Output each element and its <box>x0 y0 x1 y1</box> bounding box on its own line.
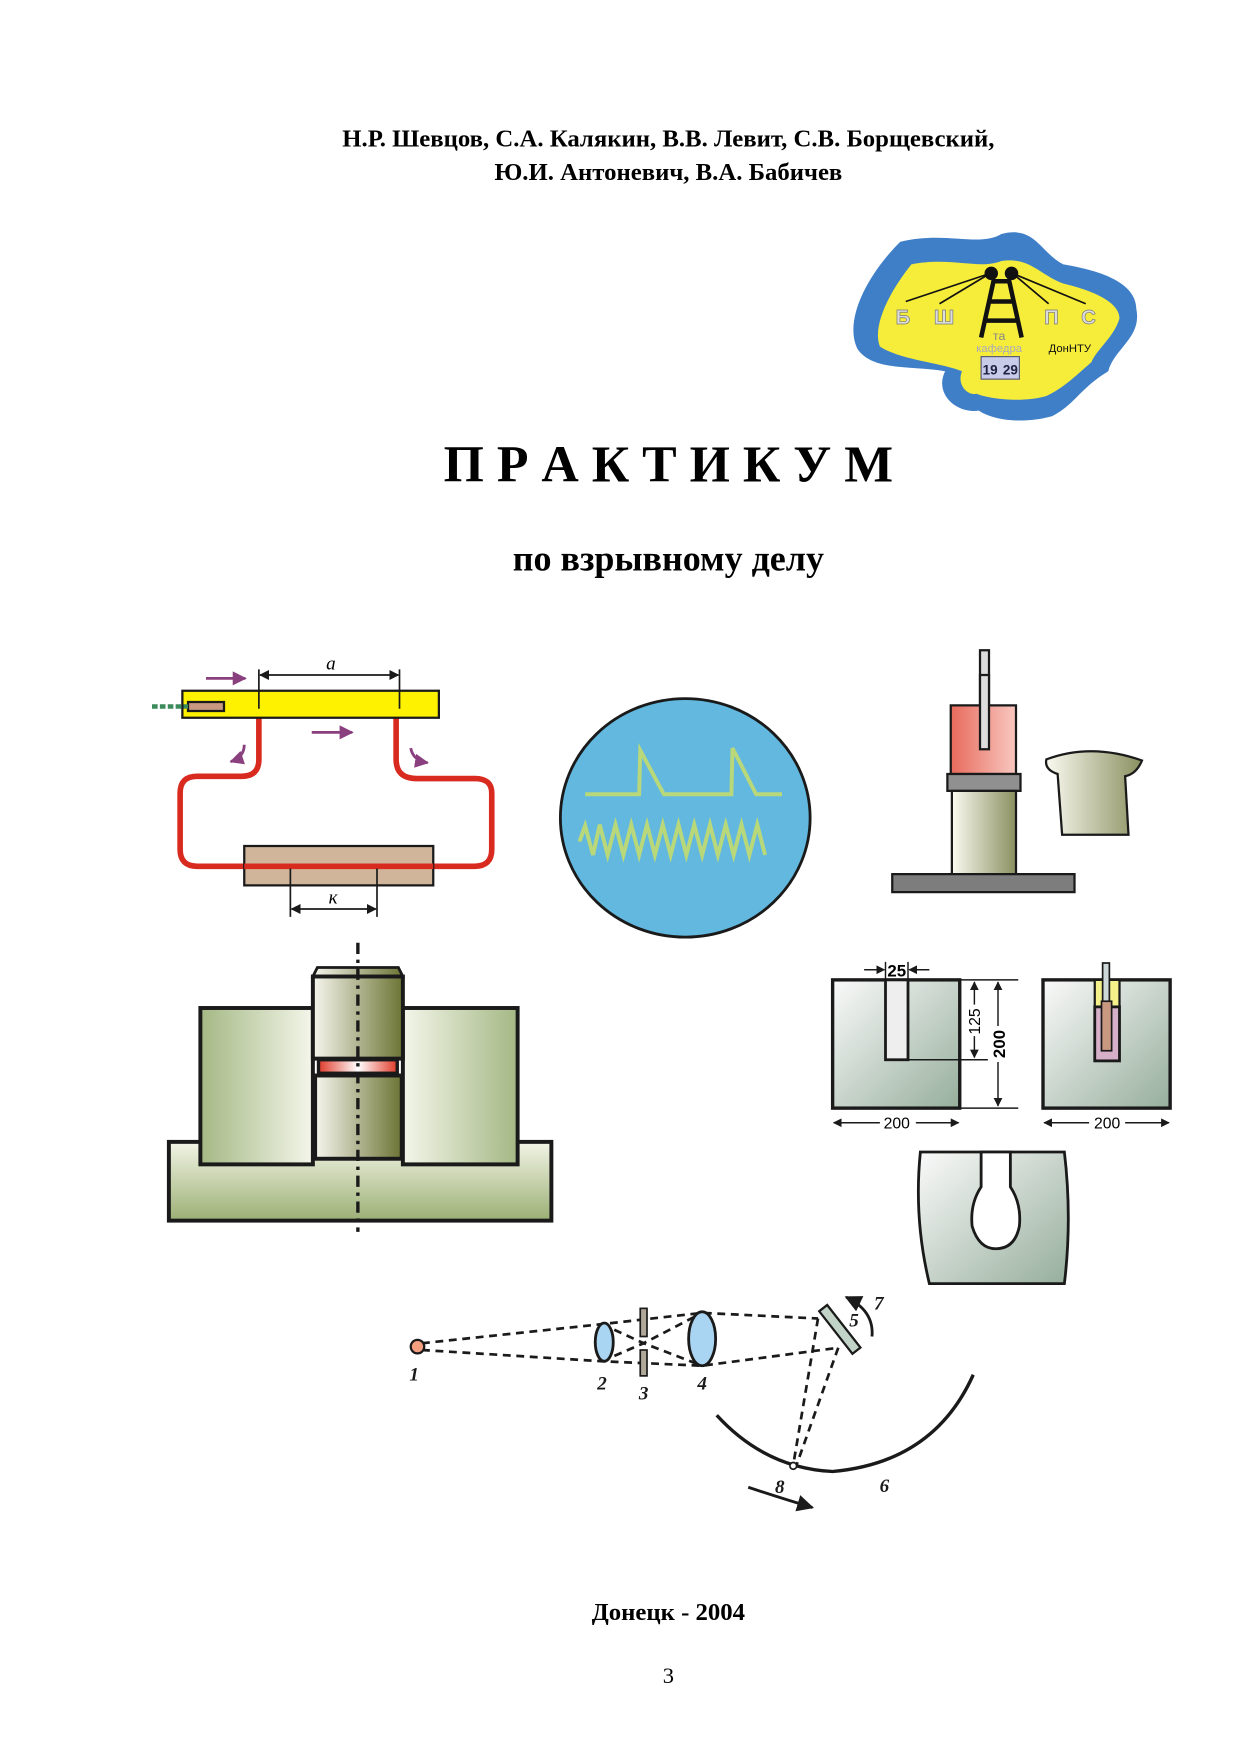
label-3: 3 <box>638 1384 649 1405</box>
lens-4 <box>687 1310 718 1368</box>
logo-letter: Б <box>896 307 911 329</box>
film-drum-6 <box>715 1374 975 1474</box>
page-subtitle: по взрывному делу <box>513 538 824 578</box>
label-7: 7 <box>874 1294 885 1315</box>
headframe-icon <box>978 279 1024 338</box>
explosive-cartridge <box>181 689 440 719</box>
label-8: 8 <box>775 1477 785 1498</box>
logo-kafedra: кафедра <box>976 343 1023 355</box>
dim-slot-width: 25 <box>887 962 906 981</box>
label-5: 5 <box>849 1310 859 1331</box>
timebase-trace <box>577 816 768 863</box>
rotating-mirror-5 <box>817 1303 863 1356</box>
logo-map <box>877 260 1120 400</box>
label-4: 4 <box>696 1373 707 1394</box>
logo-ta: та <box>993 329 1006 343</box>
dim-slot-depth: 125 <box>967 1008 984 1035</box>
detonation-velocity-scheme: a к <box>151 653 495 917</box>
logo-letter: П <box>1044 307 1059 329</box>
authors-line-2: Ю.И. Антоневич, В.А. Бабичев <box>494 159 842 186</box>
lead-block-compression-test <box>891 649 1144 894</box>
label-2: 2 <box>596 1373 607 1394</box>
logo-letter: Ш <box>934 307 954 329</box>
oscilloscope-screen <box>558 697 812 939</box>
logo-year-right: 29 <box>1003 363 1018 378</box>
sample-blocks: 25 125 200 200 200 <box>830 962 1172 1286</box>
page-number: 3 <box>663 1663 674 1688</box>
dim-block2-width: 200 <box>1094 1115 1121 1132</box>
label-1: 1 <box>409 1364 419 1385</box>
page-title: П Р А К Т И К У М <box>444 437 893 494</box>
book-icon <box>980 356 1020 380</box>
optical-scheme: 1 2 3 4 5 6 7 8 <box>409 1294 975 1512</box>
dim-block1-width: 200 <box>884 1115 911 1132</box>
propagation-arrows <box>205 671 430 768</box>
city-year: Донецк - 2004 <box>592 1599 745 1626</box>
pulse-trace <box>585 742 782 797</box>
detonator <box>186 700 226 713</box>
logo-letter: С <box>1081 307 1096 329</box>
rotation-arrow-7 <box>844 1295 874 1337</box>
light-source <box>409 1338 426 1355</box>
label-6: 6 <box>880 1476 890 1497</box>
dimension-k-label: к <box>329 887 339 908</box>
logo-year-left: 19 <box>983 363 998 378</box>
slit-3 <box>639 1349 648 1377</box>
department-logo: Б Ш П С та кафедра ДонНТУ 19 29 <box>853 232 1138 421</box>
dimension-a-label: a <box>326 653 336 674</box>
lead-cylinder-assembly <box>166 942 554 1232</box>
authors-line-1: Н.Р. Шевцов, С.А. Калякин, В.В. Левит, С… <box>342 125 994 152</box>
dim-block-height: 200 <box>990 1030 1009 1058</box>
compressed-cylinder <box>1044 750 1144 836</box>
logo-university: ДонНТУ <box>1049 343 1092 355</box>
lens-2 <box>593 1321 615 1363</box>
drum-rotation-arrow <box>747 1485 814 1512</box>
